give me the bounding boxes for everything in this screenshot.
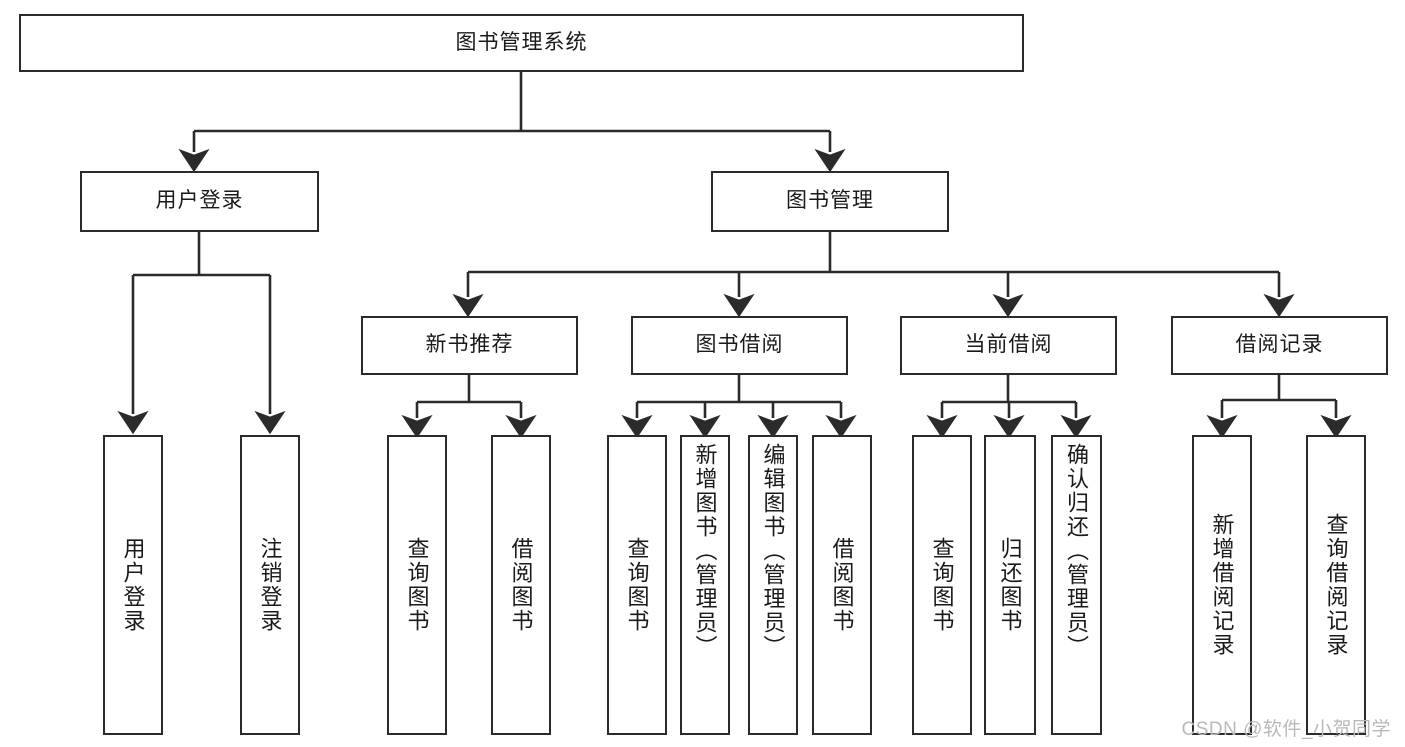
node-leaf-user-login-label: 用户登录 — [120, 537, 146, 633]
node-leaf-logout-label: 注销登录 — [257, 537, 283, 633]
node-leaf-logout[interactable]: 注销登录 — [240, 435, 300, 735]
node-book-borrow[interactable]: 图书借阅 — [631, 316, 848, 375]
node-book-manage-label: 图书管理 — [786, 189, 874, 213]
node-leaf-user-login[interactable]: 用户登录 — [103, 435, 163, 735]
node-current-borrow[interactable]: 当前借阅 — [900, 316, 1117, 375]
node-leaf-query-book-3-label: 查询图书 — [929, 537, 955, 633]
node-borrow-record-label: 借阅记录 — [1235, 333, 1324, 357]
node-leaf-query-book-2[interactable]: 查询图书 — [607, 435, 667, 735]
node-leaf-query-book-3[interactable]: 查询图书 — [912, 435, 972, 735]
node-root[interactable]: 图书管理系统 — [19, 14, 1024, 72]
node-current-borrow-label: 当前借阅 — [964, 333, 1053, 357]
node-leaf-borrow-book-1-label: 借阅图书 — [508, 537, 534, 633]
node-leaf-borrow-book-2-label: 借阅图书 — [829, 537, 855, 633]
node-leaf-confirm-return[interactable]: 确认归还（管理员） — [1051, 435, 1102, 735]
node-new-book-rec-label: 新书推荐 — [425, 333, 514, 357]
node-new-book-rec[interactable]: 新书推荐 — [361, 316, 578, 375]
node-leaf-edit-book[interactable]: 编辑图书（管理员） — [748, 435, 798, 735]
node-root-label: 图书管理系统 — [455, 30, 588, 54]
node-leaf-query-record[interactable]: 查询借阅记录 — [1306, 435, 1366, 735]
node-leaf-edit-book-label: 编辑图书（管理员） — [760, 443, 786, 659]
node-user-login[interactable]: 用户登录 — [80, 171, 319, 232]
watermark: CSDN @软件_小贺同学 — [1181, 719, 1391, 740]
node-leaf-borrow-book-2[interactable]: 借阅图书 — [812, 435, 872, 735]
node-leaf-borrow-book-1[interactable]: 借阅图书 — [491, 435, 551, 735]
node-leaf-add-record-label: 新增借阅记录 — [1209, 513, 1235, 657]
node-user-login-label: 用户登录 — [155, 189, 244, 213]
node-book-manage[interactable]: 图书管理 — [711, 171, 949, 232]
node-leaf-query-book-1[interactable]: 查询图书 — [387, 435, 447, 735]
node-leaf-confirm-return-label: 确认归还（管理员） — [1064, 443, 1090, 659]
node-leaf-query-book-2-label: 查询图书 — [624, 537, 650, 633]
node-leaf-query-record-label: 查询借阅记录 — [1323, 513, 1349, 657]
node-leaf-query-book-1-label: 查询图书 — [404, 537, 430, 633]
node-borrow-record[interactable]: 借阅记录 — [1171, 316, 1388, 375]
node-leaf-return-book[interactable]: 归还图书 — [984, 435, 1036, 735]
node-leaf-return-book-label: 归还图书 — [997, 537, 1023, 633]
node-book-borrow-label: 图书借阅 — [695, 333, 784, 357]
node-leaf-add-book[interactable]: 新增图书（管理员） — [680, 435, 730, 735]
node-leaf-add-book-label: 新增图书（管理员） — [692, 443, 718, 659]
node-leaf-add-record[interactable]: 新增借阅记录 — [1192, 435, 1252, 735]
